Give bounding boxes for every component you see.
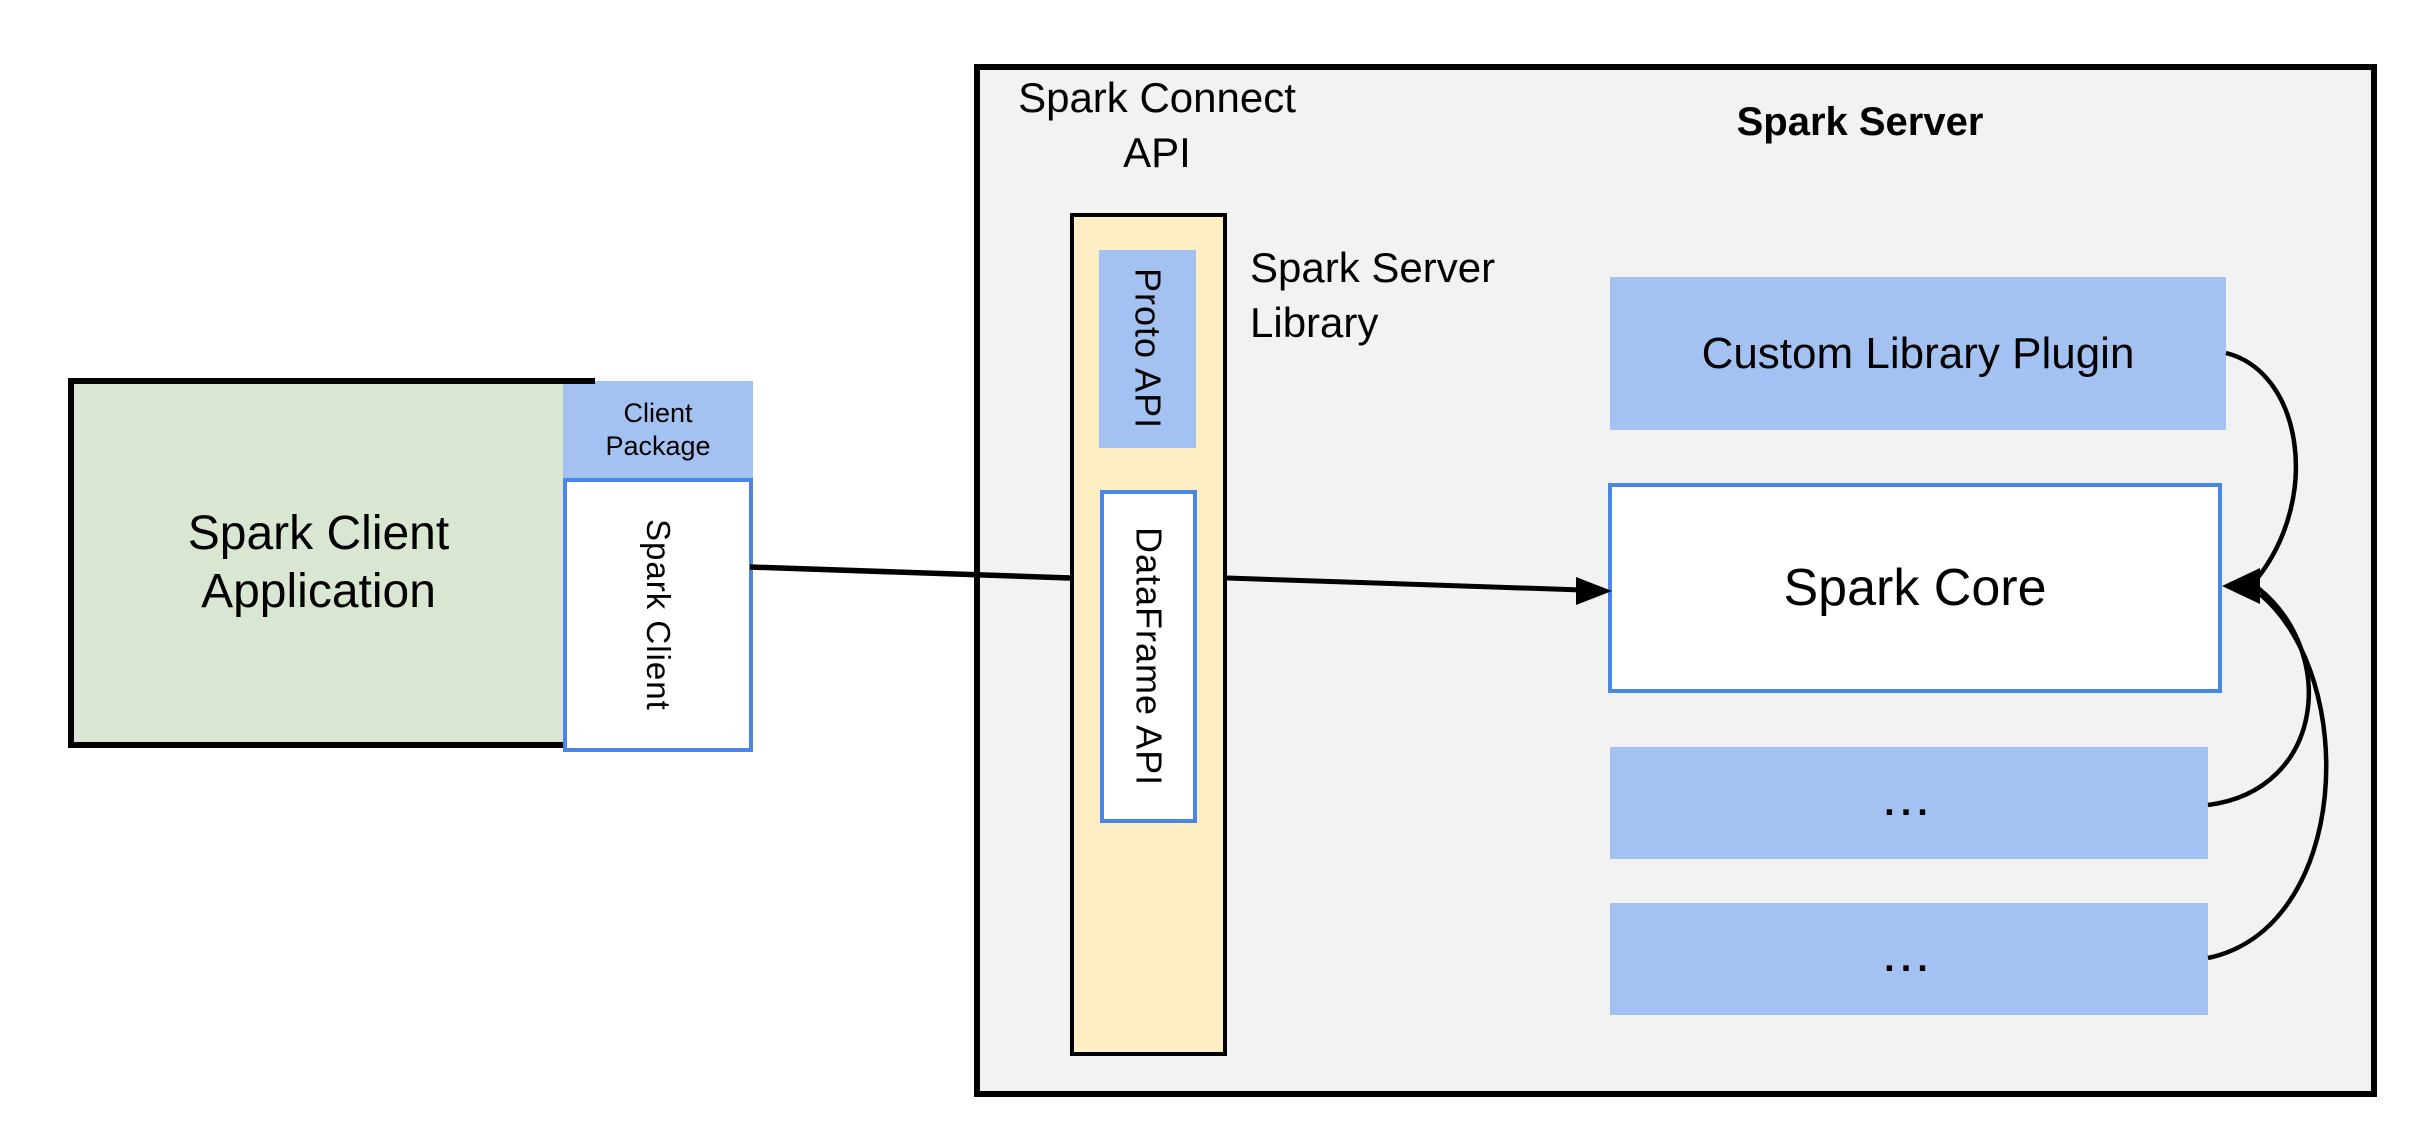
spark-client-application-line1: Spark Client bbox=[187, 507, 450, 560]
spark-client-label: Spark Client bbox=[640, 519, 677, 711]
client-package-line1: Client bbox=[623, 397, 693, 428]
spark-server-title: Spark Server bbox=[1736, 100, 1984, 144]
client-package-line2: Package bbox=[605, 430, 711, 461]
green-box-border-overhang bbox=[563, 378, 595, 384]
spark-client-application-box: Spark Client Application bbox=[68, 378, 563, 748]
proto-api-box: Proto API bbox=[1099, 250, 1196, 448]
dataframe-api-box: DataFrame API bbox=[1100, 490, 1197, 823]
spark-server-library-line1: Spark Server bbox=[1250, 244, 1496, 291]
client-package-label: Client Package bbox=[605, 397, 710, 463]
spark-connect-api-line1: Spark Connect bbox=[1018, 74, 1296, 121]
spark-core-label: Spark Core bbox=[1783, 559, 2047, 617]
spark-server-library-label: Spark Server Library bbox=[1250, 240, 1590, 350]
spark-client-application-line2: Application bbox=[201, 565, 436, 618]
custom-library-plugin-box: Custom Library Plugin bbox=[1610, 277, 2226, 430]
spark-connect-api-label: Spark Connect API bbox=[957, 70, 1357, 180]
proto-api-label: Proto API bbox=[1127, 268, 1169, 430]
spark-client-application-label: Spark Client Application bbox=[188, 505, 449, 621]
client-package-box: Client Package bbox=[563, 381, 753, 478]
plugin-slot-1-ellipsis: ... bbox=[1884, 781, 1934, 824]
plugin-slot-2-box: ... bbox=[1610, 903, 2208, 1015]
spark-connect-api-line2: API bbox=[1123, 129, 1191, 176]
spark-server-library-line2: Library bbox=[1250, 299, 1379, 346]
spark-core-box: Spark Core bbox=[1608, 483, 2222, 693]
dataframe-api-label: DataFrame API bbox=[1128, 526, 1170, 787]
plugin-slot-1-box: ... bbox=[1610, 747, 2208, 859]
plugin-slot-2-ellipsis: ... bbox=[1884, 937, 1934, 980]
custom-library-plugin-label: Custom Library Plugin bbox=[1701, 328, 2135, 378]
spark-client-box: Spark Client bbox=[563, 478, 753, 752]
